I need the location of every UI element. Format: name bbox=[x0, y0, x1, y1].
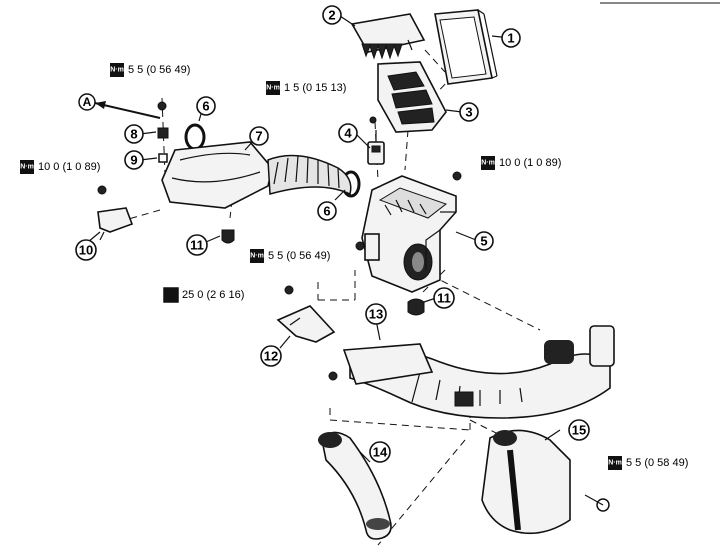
torque-spec-4: N·m 10 0 (1 0 89) bbox=[481, 156, 561, 170]
svg-text:1: 1 bbox=[507, 31, 514, 46]
svg-text:4: 4 bbox=[344, 126, 352, 141]
svg-text:10 0 (1 0 89): 10 0 (1 0 89) bbox=[499, 157, 561, 169]
svg-text:6: 6 bbox=[202, 99, 209, 114]
direction-arrow-a: A bbox=[78, 93, 161, 119]
svg-text:11: 11 bbox=[437, 291, 451, 306]
callout-12: 12 bbox=[260, 345, 282, 367]
intake-duct-and-hose bbox=[161, 141, 352, 209]
svg-text:5 5 (0 58 49): 5 5 (0 58 49) bbox=[626, 457, 688, 469]
callout-8: 8 bbox=[124, 124, 144, 144]
svg-text:15: 15 bbox=[572, 423, 586, 438]
svg-text:1 5 (0 15 13): 1 5 (0 15 13) bbox=[284, 82, 346, 94]
svg-text:2: 2 bbox=[328, 8, 335, 23]
grommet-8 bbox=[157, 127, 169, 139]
callout-6-upper: 6 bbox=[196, 96, 216, 116]
torque-spec-1: N·m 5 5 (0 56 49) bbox=[110, 63, 190, 77]
grommet-11-right bbox=[407, 298, 425, 316]
svg-text:5: 5 bbox=[480, 234, 487, 249]
svg-text:10 0 (1 0 89): 10 0 (1 0 89) bbox=[38, 161, 100, 173]
svg-text:5 5 (0 56 49): 5 5 (0 56 49) bbox=[128, 64, 190, 76]
torque-spec-7: N·m 5 5 (0 58 49) bbox=[608, 456, 688, 470]
svg-text:12: 12 bbox=[264, 349, 278, 364]
callout-7: 7 bbox=[249, 126, 269, 146]
sensor bbox=[367, 116, 385, 165]
callout-2: 2 bbox=[322, 5, 342, 25]
air-duct-13 bbox=[342, 325, 615, 419]
grommet-9 bbox=[158, 153, 168, 163]
callout-9: 9 bbox=[124, 150, 144, 170]
svg-text:6: 6 bbox=[323, 204, 330, 219]
callout-13: 13 bbox=[365, 303, 387, 325]
svg-text:N·m: N·m bbox=[608, 460, 622, 467]
svg-text:9: 9 bbox=[130, 153, 137, 168]
inlet-tube-14 bbox=[318, 431, 392, 540]
callout-11-right: 11 bbox=[433, 287, 455, 309]
svg-text:7: 7 bbox=[255, 129, 262, 144]
callout-1: 1 bbox=[501, 28, 521, 48]
svg-text:14: 14 bbox=[373, 445, 388, 460]
bracket-10 bbox=[97, 207, 134, 241]
torque-spec-5: N·m 5 5 (0 56 49) bbox=[250, 249, 330, 263]
callout-5: 5 bbox=[474, 231, 494, 251]
air-cleaner-grille bbox=[377, 61, 447, 133]
direction-label: A bbox=[83, 95, 92, 109]
svg-text:N·m: N·m bbox=[266, 85, 280, 92]
callout-6-lower: 6 bbox=[317, 201, 337, 221]
callout-10: 10 bbox=[75, 239, 97, 261]
resonator-15 bbox=[481, 429, 571, 535]
svg-text:25 0 (2 6 16): 25 0 (2 6 16) bbox=[182, 289, 244, 301]
svg-text:N·m: N·m bbox=[481, 160, 495, 167]
torque-spec-6: N·m 25 0 (2 6 16) bbox=[163, 287, 244, 303]
svg-text:8: 8 bbox=[130, 127, 137, 142]
air-filter-element bbox=[434, 9, 498, 85]
hose-clamp-upper bbox=[184, 123, 206, 151]
callout-11-left: 11 bbox=[186, 234, 208, 256]
svg-text:N·m: N·m bbox=[250, 253, 264, 260]
callout-4: 4 bbox=[338, 123, 358, 143]
svg-text:11: 11 bbox=[190, 238, 204, 253]
svg-text:5 5 (0 56 49): 5 5 (0 56 49) bbox=[268, 250, 330, 262]
torque-spec-3: N·m 10 0 (1 0 89) bbox=[20, 160, 100, 174]
svg-text:3: 3 bbox=[465, 105, 472, 120]
resonator-cover bbox=[350, 13, 426, 60]
svg-text:13: 13 bbox=[369, 307, 383, 322]
grommet-11-left bbox=[221, 229, 235, 244]
bracket-12 bbox=[276, 305, 336, 343]
callout-3: 3 bbox=[459, 102, 479, 122]
callout-15: 15 bbox=[568, 419, 590, 441]
air-cleaner-case bbox=[361, 175, 457, 293]
svg-text:10: 10 bbox=[79, 243, 93, 258]
torque-spec-2: N·m 1 5 (0 15 13) bbox=[266, 81, 346, 95]
callout-14: 14 bbox=[369, 441, 391, 463]
svg-text:N·m: N·m bbox=[110, 67, 124, 74]
svg-text:N·m: N·m bbox=[164, 292, 178, 299]
svg-text:N·m: N·m bbox=[20, 164, 34, 171]
bolts bbox=[97, 101, 610, 512]
